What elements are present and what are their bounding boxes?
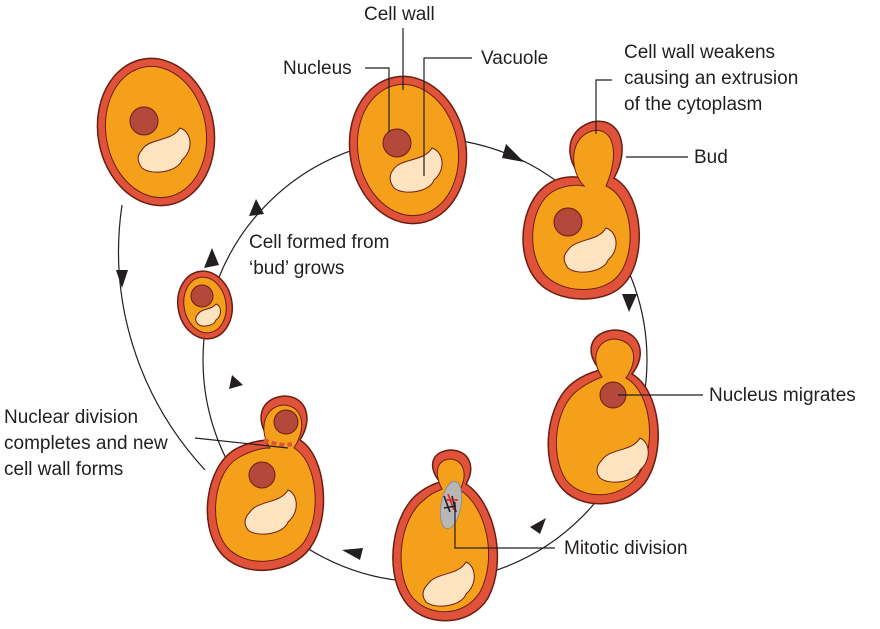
leader-vacuole [423,57,472,176]
cell-new-wall-forms [206,395,325,572]
leader-nucleus [365,67,390,132]
cell-mitotic-division [392,449,499,622]
leader-lines [194,28,703,549]
cell-mature-topleft [96,57,216,207]
label-nucleus: Nucleus [283,58,352,79]
arrow-head-3 [530,518,546,534]
label-nuclear-division-1: Nuclear division [4,407,139,428]
cycle-arc-outer [117,204,206,471]
leader-mitotic [454,502,555,549]
leader-weakens [595,79,612,134]
arrow-head-6 [204,248,219,268]
label-nuclear-division-2: completes and new [4,433,168,454]
label-bud: Bud [694,147,728,168]
leader-nuclear-division [194,437,289,449]
arrow-head-7 [249,199,264,216]
arrow-head-2 [622,294,637,312]
cell-small-bud [177,270,233,340]
arrow-head-5 [229,375,243,389]
cycle-arrows [116,144,637,560]
label-weakens-1: Cell wall weakens [624,42,776,63]
label-migrates: Nucleus migrates [709,385,856,406]
label-mitotic: Mitotic division [564,538,688,559]
label-vacuole: Vacuole [481,48,549,69]
label-grows-1: Cell formed from [249,232,390,253]
arrow-head-8 [116,270,128,288]
label-weakens-2: causing an extrusion [624,68,799,89]
arrow-head-4 [342,548,363,560]
arrow-head-1 [502,144,524,162]
cell-parent-top [348,75,468,225]
label-cell-wall: Cell wall [364,4,435,25]
label-nuclear-division-3: cell wall forms [4,459,124,480]
cell-budding-upperright [522,120,640,300]
label-grows-2: ‘bud’ grows [249,258,345,279]
cell-nucleus-migrating [547,329,659,505]
label-weakens-3: of the cytoplasm [624,94,763,115]
